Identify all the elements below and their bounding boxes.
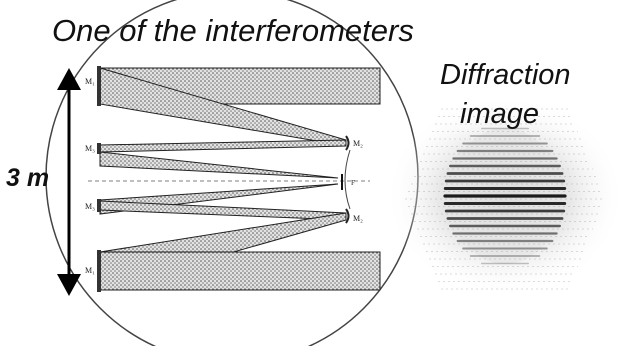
beam-lower-inner (99, 200, 347, 221)
diffraction-label-line2: image (460, 98, 539, 130)
focal-curve (344, 149, 351, 210)
diffraction-image (385, 96, 625, 296)
mirror-m1-top (97, 66, 101, 106)
diagram-title: One of the interferometers (52, 13, 414, 48)
scale-arrow-head-down (57, 274, 81, 296)
beam-upper-inner (99, 139, 347, 153)
label-m3-bottom: M₃ (85, 202, 95, 211)
diffraction-fringes (405, 108, 605, 290)
label-m1-top: M₁ (85, 77, 95, 86)
label-m2-top: M₂ (353, 139, 363, 148)
diffraction-label-line1: Diffraction (440, 59, 571, 91)
mirror-m3-top (97, 143, 101, 154)
mirror-m3-bottom (97, 199, 101, 212)
mirror-m1-bottom (97, 250, 101, 292)
label-focus: F (351, 179, 355, 187)
label-m1-bottom: M₁ (85, 266, 95, 275)
beam-lower-outer (99, 251, 381, 291)
label-m2-bottom: M₂ (353, 214, 363, 223)
mirror-m2-bottom (345, 208, 350, 224)
scale-label: 3 m (6, 164, 49, 192)
label-m3-top: M₃ (85, 144, 95, 153)
beam-focus-upper (99, 151, 339, 179)
scale-arrow-head-up (57, 68, 81, 90)
mirror-m2-top (345, 135, 350, 151)
